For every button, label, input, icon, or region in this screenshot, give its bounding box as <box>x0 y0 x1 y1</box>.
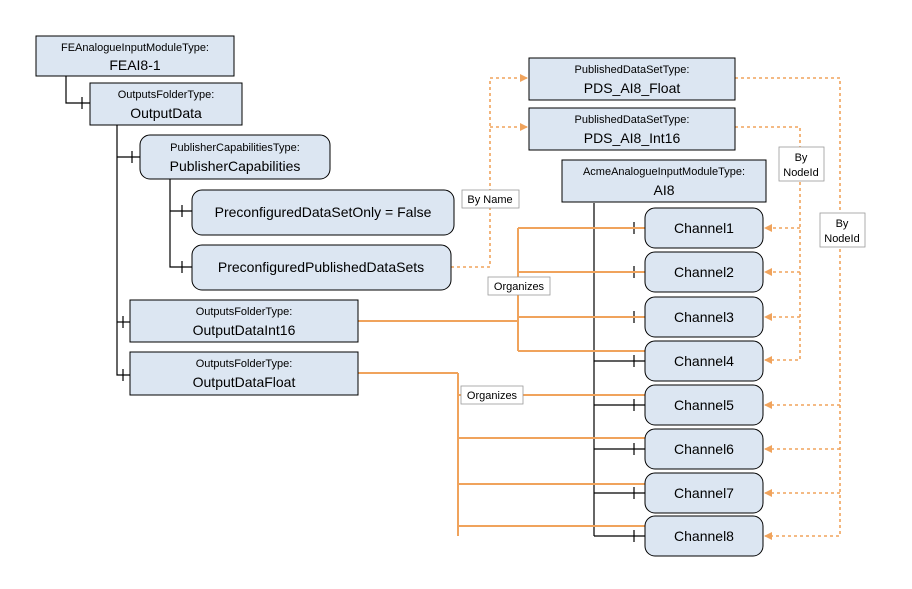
edge-label-by-nodeid-2: By NodeId <box>819 212 866 248</box>
node-output-data-float[interactable]: OutputsFolderType: OutputDataFloat <box>129 351 359 396</box>
edge-label-organizes-1: Organizes <box>487 276 551 296</box>
edge-label-text: By Name <box>467 194 512 206</box>
node-channel6[interactable]: Channel6 <box>644 428 764 470</box>
edge-label-text: By <box>836 218 849 230</box>
node-name-label: PreconfiguredDataSetOnly = False <box>215 204 432 220</box>
node-type-label: OutputsFolderType: <box>196 358 293 370</box>
node-type-label: FEAnalogueInputModuleType: <box>61 42 209 54</box>
node-preconfigured-dataset-only[interactable]: PreconfiguredDataSetOnly = False <box>191 189 455 236</box>
ai8-child-ticks <box>594 222 645 542</box>
node-channel4[interactable]: Channel4 <box>644 340 764 382</box>
node-name-label: OutputData <box>130 105 202 121</box>
node-output-data-int16[interactable]: OutputsFolderType: OutputDataInt16 <box>129 299 359 343</box>
edge-label-organizes-2: Organizes <box>460 385 524 405</box>
node-output-data[interactable]: OutputsFolderType: OutputData <box>89 82 243 126</box>
node-channel8[interactable]: Channel8 <box>644 515 764 557</box>
channel-label: Channel2 <box>674 264 734 280</box>
reference-lines <box>451 74 841 540</box>
node-type-label: OutputsFolderType: <box>118 89 215 101</box>
node-name-label: AI8 <box>653 182 674 198</box>
edge-label-by-name: By Name <box>461 189 520 209</box>
node-pds-ai8-float[interactable]: PublishedDataSetType: PDS_AI8_Float <box>528 57 736 101</box>
node-feai8[interactable]: FEAnalogueInputModuleType: FEAI8-1 <box>35 35 235 77</box>
channel-label: Channel5 <box>674 397 734 413</box>
edge-label-text: Organizes <box>467 390 518 402</box>
node-channel2[interactable]: Channel2 <box>644 251 764 293</box>
node-type-label: PublishedDataSetType: <box>575 64 690 76</box>
node-name-label: PDS_AI8_Int16 <box>584 130 681 146</box>
node-name-label: OutputDataInt16 <box>193 322 296 338</box>
node-pds-ai8-int16[interactable]: PublishedDataSetType: PDS_AI8_Int16 <box>528 107 736 151</box>
node-channel5[interactable]: Channel5 <box>644 384 764 426</box>
node-type-label: PublisherCapabilitiesType: <box>170 142 300 154</box>
channel-label: Channel4 <box>674 353 734 369</box>
channel-label: Channel3 <box>674 309 734 325</box>
node-name-label: PreconfiguredPublishedDataSets <box>218 259 424 275</box>
edge-label-text: NodeId <box>783 167 818 179</box>
node-name-label: PublisherCapabilities <box>170 158 301 174</box>
node-type-label: OutputsFolderType: <box>196 306 293 318</box>
node-name-label: PDS_AI8_Float <box>584 80 681 96</box>
node-channel3[interactable]: Channel3 <box>644 296 764 338</box>
channel-label: Channel7 <box>674 485 734 501</box>
edge-label-text: By <box>795 152 808 164</box>
node-type-label: PublishedDataSetType: <box>575 114 690 126</box>
edge-label-text: Organizes <box>494 281 545 293</box>
channel-label: Channel1 <box>674 220 734 236</box>
edge-label-by-nodeid-1: By NodeId <box>778 146 825 182</box>
node-channel1[interactable]: Channel1 <box>644 207 764 249</box>
node-preconfigured-published-datasets[interactable]: PreconfiguredPublishedDataSets <box>191 244 452 291</box>
channel-label: Channel8 <box>674 528 734 544</box>
node-type-label: AcmeAnalogueInputModuleType: <box>583 166 745 178</box>
channel-label: Channel6 <box>674 441 734 457</box>
edge-label-text: NodeId <box>824 233 859 245</box>
node-name-label: OutputDataFloat <box>193 374 296 390</box>
node-publisher-capabilities[interactable]: PublisherCapabilitiesType: PublisherCapa… <box>139 134 331 180</box>
node-ai8[interactable]: AcmeAnalogueInputModuleType: AI8 <box>561 159 767 203</box>
node-name-label: FEAI8-1 <box>109 57 161 73</box>
node-channel7[interactable]: Channel7 <box>644 472 764 514</box>
